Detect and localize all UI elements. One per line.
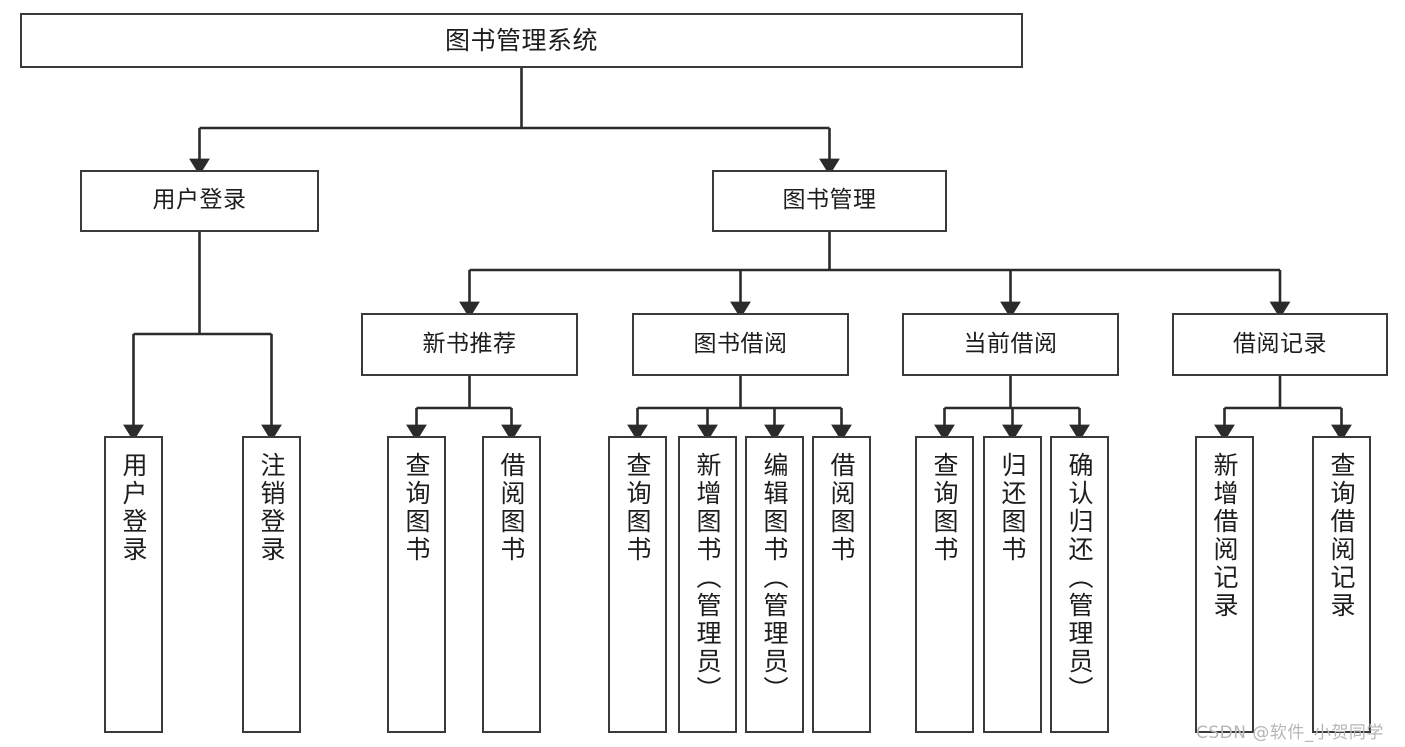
node-leaf-logout-label: 注销登录 — [257, 452, 286, 564]
csdn-watermark: CSDN @软件_小贺同学 — [1196, 723, 1384, 743]
node-leaf-borrow-book-1-label: 借阅图书 — [497, 452, 526, 564]
node-leaf-query-record-label: 查询借阅记录 — [1327, 452, 1356, 620]
node-leaf-confirm-return[interactable]: 确认归还（管理员） — [1050, 436, 1109, 733]
node-leaf-edit-book[interactable]: 编辑图书（管理员） — [745, 436, 804, 733]
node-user-login[interactable]: 用户登录 — [80, 170, 319, 232]
node-new-book-recommend[interactable]: 新书推荐 — [361, 313, 578, 376]
node-leaf-borrow-book-2-label: 借阅图书 — [827, 452, 856, 564]
node-leaf-query-book-3[interactable]: 查询图书 — [915, 436, 974, 733]
node-leaf-add-book-label: 新增图书（管理员） — [693, 452, 722, 704]
node-leaf-edit-book-label: 编辑图书（管理员） — [760, 452, 789, 704]
node-leaf-query-book-1-label: 查询图书 — [402, 452, 431, 564]
node-leaf-query-book-2-label: 查询图书 — [623, 452, 652, 564]
node-current-borrow-label: 当前借阅 — [963, 330, 1058, 357]
node-book-management-label: 图书管理 — [782, 187, 877, 214]
node-book-borrow-label: 图书借阅 — [693, 330, 788, 357]
node-book-borrow[interactable]: 图书借阅 — [632, 313, 849, 376]
node-leaf-user-login[interactable]: 用户登录 — [104, 436, 163, 733]
node-leaf-add-book[interactable]: 新增图书（管理员） — [678, 436, 737, 733]
node-new-book-recommend-label: 新书推荐 — [422, 330, 517, 357]
node-root-label: 图书管理系统 — [444, 25, 598, 55]
node-leaf-query-record[interactable]: 查询借阅记录 — [1312, 436, 1371, 733]
node-current-borrow[interactable]: 当前借阅 — [902, 313, 1119, 376]
node-leaf-add-record-label: 新增借阅记录 — [1210, 452, 1239, 620]
node-leaf-query-book-3-label: 查询图书 — [930, 452, 959, 564]
node-borrow-record[interactable]: 借阅记录 — [1172, 313, 1388, 376]
node-book-management[interactable]: 图书管理 — [712, 170, 947, 232]
node-leaf-return-book-label: 归还图书 — [998, 452, 1027, 564]
node-leaf-borrow-book-1[interactable]: 借阅图书 — [482, 436, 541, 733]
node-leaf-query-book-1[interactable]: 查询图书 — [387, 436, 446, 733]
node-root[interactable]: 图书管理系统 — [20, 13, 1023, 68]
node-leaf-return-book[interactable]: 归还图书 — [983, 436, 1042, 733]
node-user-login-label: 用户登录 — [152, 187, 247, 214]
node-leaf-confirm-return-label: 确认归还（管理员） — [1065, 452, 1094, 704]
node-borrow-record-label: 借阅记录 — [1233, 330, 1327, 357]
node-leaf-query-book-2[interactable]: 查询图书 — [608, 436, 667, 733]
node-leaf-user-login-label: 用户登录 — [119, 452, 148, 564]
node-leaf-add-record[interactable]: 新增借阅记录 — [1195, 436, 1254, 733]
node-leaf-borrow-book-2[interactable]: 借阅图书 — [812, 436, 871, 733]
node-leaf-logout[interactable]: 注销登录 — [242, 436, 301, 733]
